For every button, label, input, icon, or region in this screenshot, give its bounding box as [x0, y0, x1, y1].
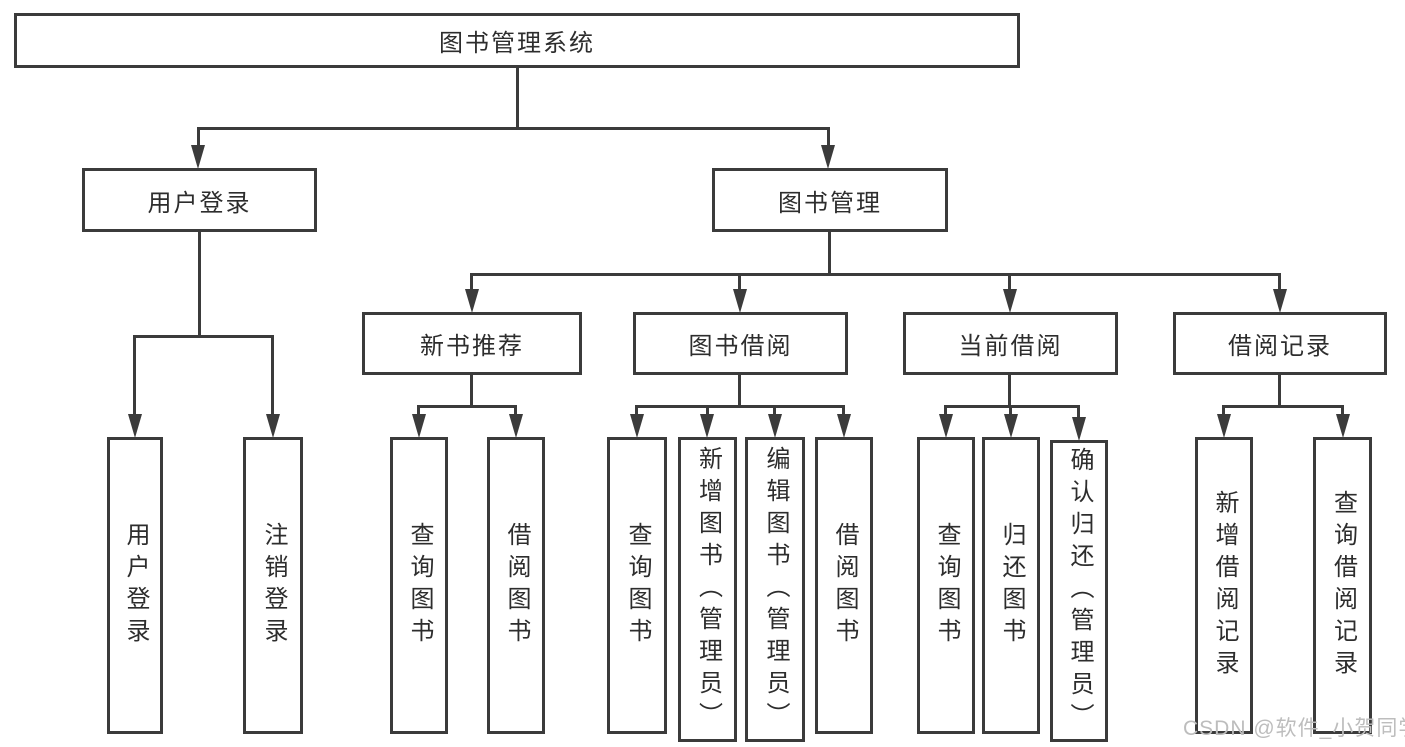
leaf-record-query: 查询借阅记录 — [1313, 437, 1372, 734]
connector-drop — [635, 405, 638, 417]
arrowhead-icon — [733, 289, 747, 313]
leaf-borrow-borrow: 借阅图书 — [815, 437, 873, 734]
leaf-user-login: 用户登录 — [107, 437, 163, 734]
node-new-book-recommend: 新书推荐 — [362, 312, 582, 375]
connector-stub — [738, 375, 741, 405]
arrowhead-icon — [837, 414, 851, 438]
arrowhead-icon — [465, 289, 479, 313]
arrowhead-icon — [630, 414, 644, 438]
node-current-borrow: 当前借阅 — [903, 312, 1118, 375]
arrowhead-icon — [1336, 414, 1350, 438]
connector-hbar — [944, 405, 1080, 408]
node-root-library-system: 图书管理系统 — [14, 13, 1020, 68]
node-book-borrow: 图书借阅 — [633, 312, 848, 375]
arrowhead-icon — [509, 414, 523, 438]
connector-drop — [944, 405, 947, 417]
leaf-borrow-query: 查询图书 — [607, 437, 667, 734]
arrowhead-icon — [1273, 289, 1287, 313]
leaf-label: 编辑图书（管理员） — [762, 445, 789, 734]
leaf-label: 查询图书 — [933, 521, 960, 650]
arrowhead-icon — [1003, 289, 1017, 313]
connector-drop — [1341, 405, 1344, 417]
connector-stub — [1278, 375, 1281, 405]
connector-drop — [706, 405, 709, 417]
leaf-record-add: 新增借阅记录 — [1195, 437, 1253, 734]
connector-root-stub — [516, 68, 519, 128]
connector-drop — [514, 405, 517, 417]
connector-drop — [470, 273, 473, 293]
node-book-management: 图书管理 — [712, 168, 948, 232]
arrowhead-icon — [939, 414, 953, 438]
connector-drop-user-login — [197, 127, 200, 151]
connector-hbar — [635, 405, 845, 408]
arrowhead-icon — [1217, 414, 1231, 438]
connector-drop — [738, 273, 741, 293]
connector-drop — [1009, 405, 1012, 417]
leaf-label: 用户登录 — [122, 521, 149, 650]
leaf-label: 借阅图书 — [503, 521, 530, 650]
connector-drop — [1077, 405, 1080, 420]
leaf-logout: 注销登录 — [243, 437, 303, 734]
connector-bookmgmt-stub — [828, 232, 831, 273]
connector-drop — [1008, 273, 1011, 293]
leaf-current-query: 查询图书 — [917, 437, 975, 734]
connector-drop — [133, 335, 136, 417]
connector-root-hbar — [197, 127, 830, 130]
arrowhead-icon — [191, 145, 205, 169]
connector-hbar — [417, 405, 517, 408]
leaf-label: 注销登录 — [260, 521, 287, 650]
connector-bookmgmt-hbar — [470, 273, 1281, 276]
leaf-label: 新增图书（管理员） — [694, 445, 722, 734]
connector-drop — [842, 405, 845, 417]
leaf-label: 查询图书 — [624, 521, 651, 650]
connector-drop-book-mgmt — [827, 127, 830, 151]
arrowhead-icon — [412, 414, 426, 438]
arrowhead-icon — [1072, 417, 1086, 441]
arrowhead-icon — [821, 145, 835, 169]
leaf-label: 归还图书 — [998, 521, 1025, 650]
leaf-newbook-query: 查询图书 — [390, 437, 448, 734]
leaf-label: 借阅图书 — [831, 521, 858, 650]
node-user-login: 用户登录 — [82, 168, 317, 232]
arrowhead-icon — [128, 414, 142, 438]
leaf-newbook-borrow: 借阅图书 — [487, 437, 545, 734]
connector-userlogin-stub — [198, 232, 201, 335]
connector-drop — [1278, 273, 1281, 293]
leaf-label: 查询图书 — [406, 521, 433, 650]
arrowhead-icon — [768, 414, 782, 438]
leaf-borrow-add-admin: 新增图书（管理员） — [678, 437, 737, 742]
node-borrow-record: 借阅记录 — [1173, 312, 1387, 375]
leaf-borrow-edit-admin: 编辑图书（管理员） — [745, 437, 805, 742]
arrowhead-icon — [700, 414, 714, 438]
connector-hbar — [1222, 405, 1344, 408]
arrowhead-icon — [266, 414, 280, 438]
connector-drop — [417, 405, 420, 417]
leaf-label: 确认归还（管理员） — [1066, 447, 1093, 735]
watermark: CSDN @软件_小贺同学 — [1183, 717, 1405, 740]
leaf-current-confirm-admin: 确认归还（管理员） — [1050, 440, 1108, 742]
connector-drop — [773, 405, 776, 417]
connector-stub — [470, 375, 473, 405]
connector-drop — [271, 335, 274, 417]
leaf-label: 查询借阅记录 — [1329, 489, 1357, 682]
connector-stub — [1008, 375, 1011, 405]
leaf-label: 新增借阅记录 — [1211, 489, 1238, 682]
connector-drop — [1222, 405, 1225, 417]
arrowhead-icon — [1004, 414, 1018, 438]
connector-userlogin-hbar — [133, 335, 274, 338]
leaf-current-return: 归还图书 — [982, 437, 1040, 734]
